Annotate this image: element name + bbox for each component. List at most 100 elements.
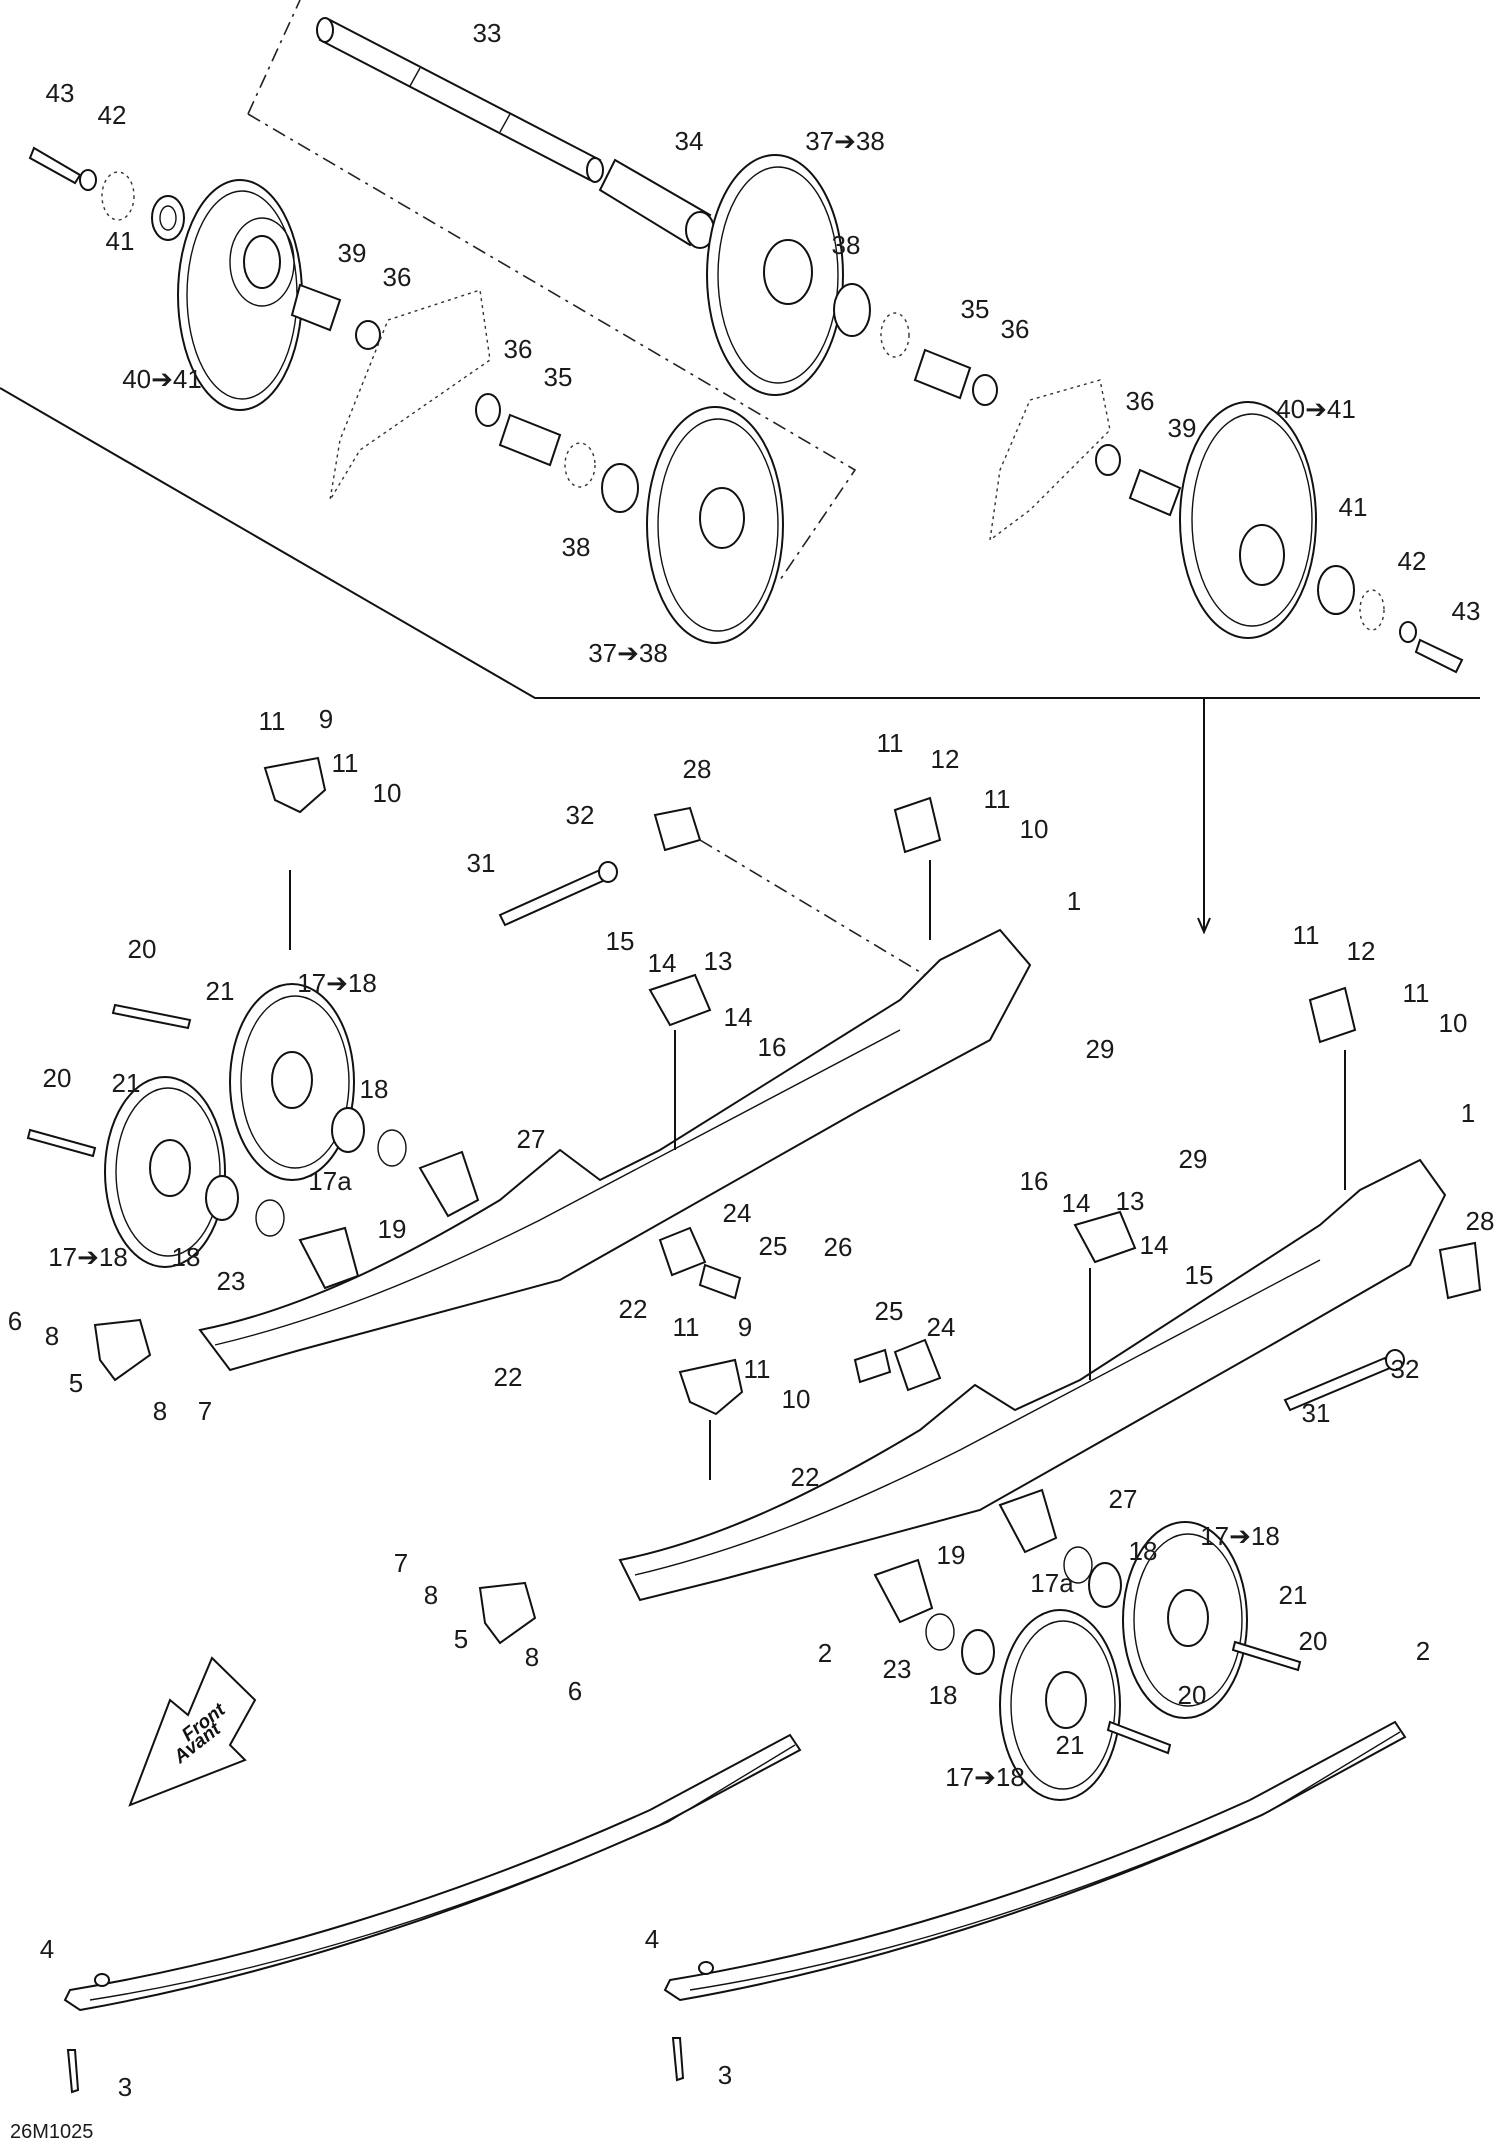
callout-10: 10 xyxy=(1439,1008,1468,1038)
nut-32-right xyxy=(1385,1349,1405,1371)
ring-17a-left-upper xyxy=(377,1129,407,1167)
screw-3-right xyxy=(671,2037,685,2082)
callout-17a: 17a xyxy=(308,1166,352,1196)
callout-16: 16 xyxy=(1020,1166,1049,1196)
slide-runner-2-right xyxy=(663,1720,1407,2002)
callout-14: 14 xyxy=(724,1002,753,1032)
rail-1-right xyxy=(618,1158,1447,1602)
callout-23: 23 xyxy=(217,1266,246,1296)
section-divider-line xyxy=(0,387,1480,699)
callout-13: 13 xyxy=(1116,1186,1145,1216)
callout-21: 21 xyxy=(112,1068,141,1098)
sleeve-35-left xyxy=(498,413,562,467)
right-rail-assembly xyxy=(478,986,1482,1801)
callout-11: 11 xyxy=(1403,978,1430,1008)
callout-34: 34 xyxy=(675,126,704,156)
callout-14: 14 xyxy=(1062,1188,1091,1218)
ring-17a-left-lower xyxy=(255,1199,285,1237)
circlip-center xyxy=(564,442,596,488)
callout-18: 18 xyxy=(172,1242,201,1272)
spacer-34 xyxy=(598,158,715,249)
callout-19: 19 xyxy=(378,1214,407,1244)
left-rail-assembly xyxy=(26,756,1032,1382)
callout-11: 11 xyxy=(673,1312,700,1342)
bearing-18-left-upper xyxy=(331,1107,365,1153)
ring-36-b xyxy=(475,393,501,427)
callout-41: 41 xyxy=(1339,492,1368,522)
bearing-41-right xyxy=(1317,565,1355,615)
callout-11: 11 xyxy=(1293,920,1320,950)
idler-wheel-right xyxy=(1179,401,1317,639)
sleeve-35-right xyxy=(913,348,972,400)
idler-wheel-17-right-upper xyxy=(1122,1521,1248,1719)
callout-37-38: 37➔38 xyxy=(805,126,885,156)
callout-11: 11 xyxy=(259,706,286,736)
callout-43: 43 xyxy=(46,78,75,108)
rod-31-left xyxy=(498,868,607,927)
callout-38: 38 xyxy=(562,532,591,562)
idler-wheel-17-right-lower xyxy=(999,1609,1121,1801)
callout-21: 21 xyxy=(1056,1730,1085,1760)
ring-36-a xyxy=(355,320,381,350)
frame-plate-left xyxy=(329,289,491,501)
callout-24: 24 xyxy=(723,1198,752,1228)
callout-11: 11 xyxy=(744,1354,771,1384)
callout-31: 31 xyxy=(467,848,496,878)
callout-22: 22 xyxy=(494,1362,523,1392)
callout-1: 1 xyxy=(1067,886,1081,916)
block-28-right xyxy=(1438,1241,1482,1300)
washer-42-left xyxy=(79,169,97,191)
idler-wheel-center-upper xyxy=(706,154,844,396)
callout-8: 8 xyxy=(424,1580,438,1610)
guard-5-right xyxy=(478,1581,537,1645)
callout-13: 13 xyxy=(704,946,733,976)
callout-29: 29 xyxy=(1179,1144,1208,1174)
callout-40-41: 40➔41 xyxy=(122,364,202,394)
bolt-43-left xyxy=(28,146,82,185)
callout-43: 43 xyxy=(1452,596,1481,626)
bearing-38-right xyxy=(833,283,871,337)
callout-10: 10 xyxy=(1020,814,1049,844)
callout-23: 23 xyxy=(883,1654,912,1684)
sleeve-39-left xyxy=(290,283,342,332)
callout-15: 15 xyxy=(606,926,635,956)
callout-3: 3 xyxy=(718,2060,732,2090)
callout-24: 24 xyxy=(927,1312,956,1342)
shaft-33 xyxy=(316,17,604,183)
callout-35: 35 xyxy=(544,362,573,392)
callout-31: 31 xyxy=(1302,1398,1331,1428)
callout-21: 21 xyxy=(206,976,235,1006)
callout-29: 29 xyxy=(1086,1034,1115,1064)
callout-37-38: 37➔38 xyxy=(588,638,668,668)
block-28-left xyxy=(653,806,702,852)
spacer-25-left xyxy=(698,1263,742,1300)
slider-9-middle xyxy=(678,1358,744,1416)
callout-18: 18 xyxy=(1129,1536,1158,1566)
axle-19-right-b xyxy=(873,1558,934,1624)
callout-40-41: 40➔41 xyxy=(1276,394,1356,424)
callout-12: 12 xyxy=(1347,936,1376,966)
bolt-43-right xyxy=(1414,638,1464,674)
callout-5: 5 xyxy=(454,1624,468,1654)
ring-17a-right-upper xyxy=(1063,1546,1093,1584)
callout-5: 5 xyxy=(69,1368,83,1398)
callout-17-18: 17➔18 xyxy=(48,1242,128,1272)
callout-18: 18 xyxy=(929,1680,958,1710)
callout-20: 20 xyxy=(128,934,157,964)
callout-9: 9 xyxy=(319,704,333,734)
slider-13-left xyxy=(648,973,712,1027)
bushing-24-right xyxy=(893,1338,942,1392)
callout-17a: 17a xyxy=(1030,1568,1074,1598)
callout-6: 6 xyxy=(568,1676,582,1706)
drawing-code: 26M1025 xyxy=(10,2121,93,2143)
nut-4-left xyxy=(94,1973,110,1987)
callout-4: 4 xyxy=(645,1924,659,1954)
callout-16: 16 xyxy=(758,1032,787,1062)
callout-10: 10 xyxy=(373,778,402,808)
callout-8: 8 xyxy=(153,1396,167,1426)
slide-runners xyxy=(63,1720,1407,2094)
callout-14: 14 xyxy=(648,948,677,978)
callout-12: 12 xyxy=(931,744,960,774)
